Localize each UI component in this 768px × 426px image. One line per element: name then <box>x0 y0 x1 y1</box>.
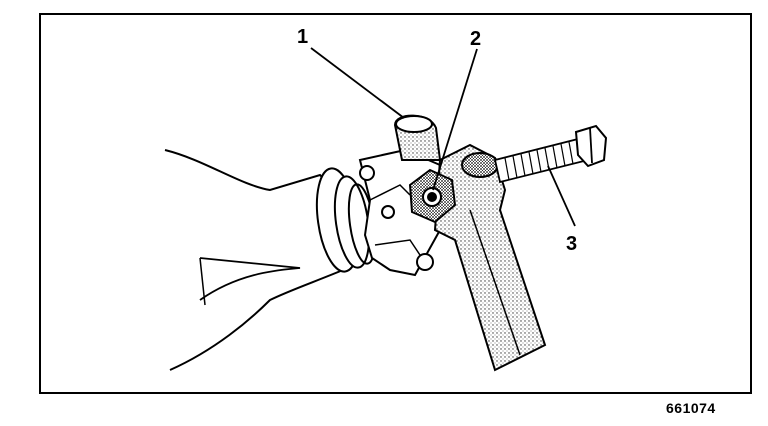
forcing-screw <box>493 124 608 184</box>
callout-2: 2 <box>470 28 481 50</box>
housing-flange <box>315 167 377 273</box>
leader-line-3 <box>547 165 576 227</box>
leader-lines <box>310 47 576 227</box>
leader-line-2 <box>432 48 478 191</box>
figure-frame <box>39 13 752 394</box>
bushing-boss <box>393 114 442 161</box>
puller-arm <box>433 143 547 372</box>
figure-number: 661074 <box>666 400 716 416</box>
callout-3: 3 <box>566 233 577 255</box>
axle-housing <box>164 149 357 371</box>
callout-1: 1 <box>297 26 308 48</box>
leader-line-1 <box>310 47 405 119</box>
retaining-nut <box>408 168 457 224</box>
